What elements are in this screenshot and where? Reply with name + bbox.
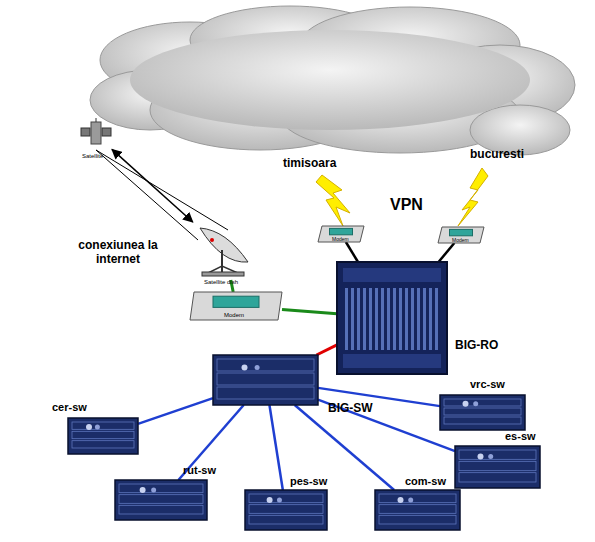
network-link: [138, 398, 213, 424]
network-device: Modem: [190, 292, 282, 320]
lightning-bolt: [458, 168, 488, 226]
network-link: [439, 243, 455, 262]
lightning-bolt: [316, 175, 350, 226]
device-label: Modem: [224, 312, 244, 318]
network-device: Modem: [318, 226, 364, 242]
device-label: Satellite: [82, 153, 103, 159]
device-label: Modem: [332, 236, 349, 242]
network-device: BIG-SW: [213, 355, 318, 405]
network-device: es-sw: [455, 446, 540, 488]
device-label: Satellite dish: [204, 279, 238, 285]
satellite-beam: [96, 150, 228, 240]
device-label: rut-sw: [183, 464, 216, 476]
device-icon: [80, 118, 112, 152]
device-label: cer-sw: [52, 401, 87, 413]
device-icon: [245, 490, 327, 530]
device-label: BIG-RO: [455, 338, 498, 352]
device-icon: [440, 395, 525, 430]
device-label: Modem: [452, 237, 469, 243]
network-device: cer-sw: [68, 418, 138, 454]
device-label: es-sw: [505, 430, 536, 442]
network-link: [318, 400, 455, 451]
free-label: conexiunea la internet: [58, 238, 178, 266]
network-device: pes-sw: [245, 490, 327, 530]
network-device: Satellite dish: [192, 222, 258, 280]
network-device: com-sw: [375, 490, 460, 530]
network-link: [282, 310, 337, 314]
device-icon: [115, 480, 207, 520]
device-label: BIG-SW: [328, 401, 373, 415]
free-label: bucuresti: [470, 147, 540, 161]
network-device: rut-sw: [115, 480, 207, 520]
device-icon: [192, 222, 258, 280]
device-label: pes-sw: [290, 475, 327, 487]
network-link: [317, 345, 337, 355]
device-icon: [68, 418, 138, 454]
free-label: timisoara: [283, 156, 353, 170]
internet-cloud: [90, 6, 575, 155]
device-label: vrc-sw: [470, 378, 505, 390]
device-icon: [375, 490, 460, 530]
device-label: com-sw: [405, 475, 446, 487]
network-device: vrc-sw: [440, 395, 525, 430]
device-icon: [455, 446, 540, 488]
network-link: [269, 405, 282, 490]
device-icon: [337, 262, 447, 374]
free-label: VPN: [390, 196, 440, 214]
network-device: BIG-RO: [337, 262, 447, 374]
network-device: Modem: [438, 227, 484, 243]
network-link: [346, 242, 358, 262]
network-device: Satellite: [80, 118, 112, 152]
device-icon: [213, 355, 318, 405]
network-link: [112, 149, 193, 222]
network-link: [178, 405, 243, 480]
